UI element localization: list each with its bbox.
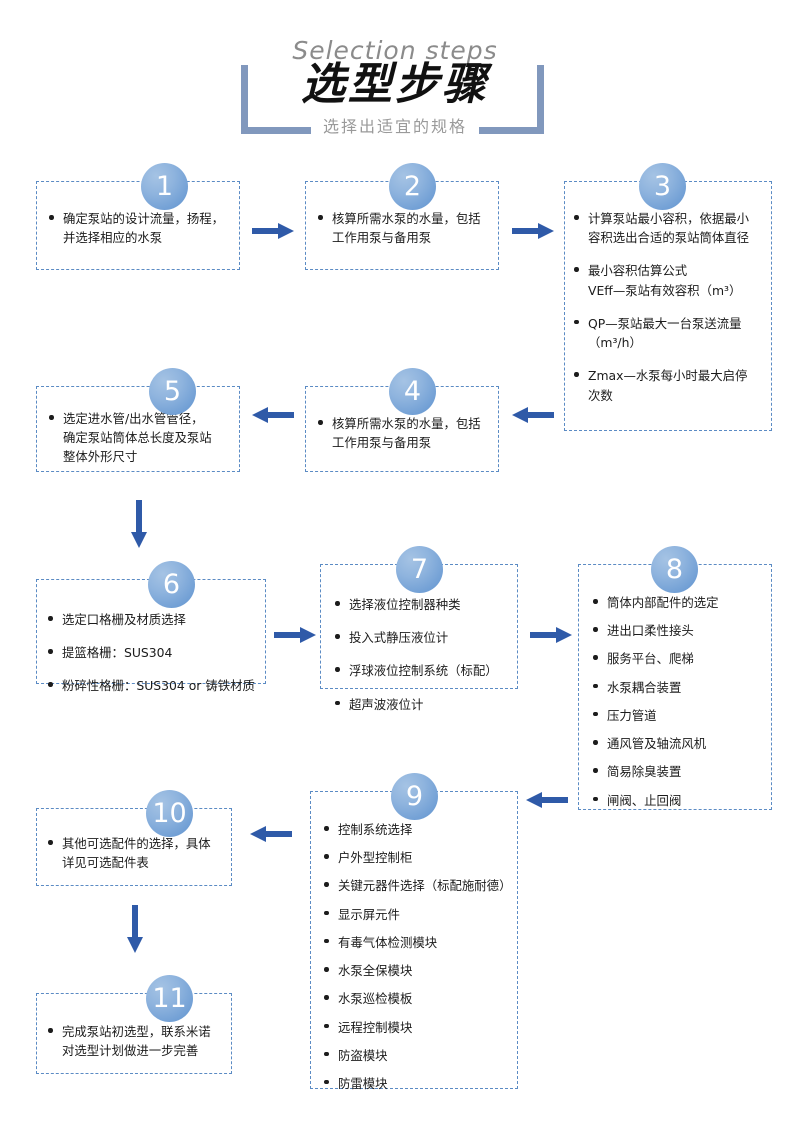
list-item: 选定口格栅及材质选择 [47,610,263,629]
step-badge-4: 4 [389,368,436,415]
list-item: 筒体内部配件的选定 [592,593,768,612]
step-box-5-frame [36,386,240,472]
step-box-11-frame [36,993,232,1074]
step-box-9[interactable]: 9 控制系统选择 户外型控制柜 关键元器件选择（标配施耐德） 显示屏元件 有毒气… [310,773,518,1091]
step-box-11[interactable]: 11 完成泵站初选型，联系米诺 对选型计划做进一步完善 [36,975,232,1074]
step-7-items: 选择液位控制器种类 投入式静压液位计 浮球液位控制系统（标配） 超声波液位计 [334,595,514,728]
list-item: 完成泵站初选型，联系米诺 对选型计划做进一步完善 [47,1022,227,1060]
list-item: 关键元器件选择（标配施耐德） [323,876,517,895]
list-item: 闸阀、止回阀 [592,791,768,810]
list-item: 显示屏元件 [323,905,517,924]
list-item: Zmax—水泵每小时最大启停 次数 [573,366,769,404]
list-item: 核算所需水泵的水量，包括 工作用泵与备用泵 [317,414,493,452]
list-item: 有毒气体检测模块 [323,933,517,952]
arrow-step6-to-step7 [274,625,316,645]
step-box-10[interactable]: 10 其他可选配件的选择，具体 详见可选配件表 [36,790,232,886]
step-badge-10: 10 [146,790,193,837]
list-item: 最小容积估算公式 VEff—泵站有效容积（m³） [573,261,769,299]
step-badge-9: 9 [391,773,438,820]
step-box-1[interactable]: 1 确定泵站的设计流量，扬程， 并选择相应的水泵 [36,163,240,270]
step-box-4[interactable]: 4 核算所需水泵的水量，包括 工作用泵与备用泵 [305,368,499,472]
step-box-7[interactable]: 7 选择液位控制器种类 投入式静压液位计 浮球液位控制系统（标配） 超声波液位计 [320,546,518,712]
step-6-items: 选定口格栅及材质选择 提篮格栅：SUS304 粉碎性格栅：SUS304 or 铸… [47,610,263,710]
list-item: 提篮格栅：SUS304 [47,643,263,662]
list-item: 户外型控制柜 [323,848,517,867]
step-box-3[interactable]: 3 计算泵站最小容积，依据最小 容积选出合适的泵站筒体直径 最小容积估算公式 V… [564,163,772,431]
arrow-step7-to-step8 [530,625,572,645]
list-item: 控制系统选择 [323,820,517,839]
list-item: 超声波液位计 [334,695,514,714]
step-2-items: 核算所需水泵的水量，包括 工作用泵与备用泵 [317,209,493,256]
step-1-items: 确定泵站的设计流量，扬程， 并选择相应的水泵 [48,209,232,256]
list-item: 进出口柔性接头 [592,621,768,640]
step-box-6[interactable]: 6 选定口格栅及材质选择 提篮格栅：SUS304 粉碎性格栅：SUS304 or… [36,561,266,693]
page-title: 选型步骤 [301,59,489,110]
step-box-8[interactable]: 8 筒体内部配件的选定 进出口柔性接头 服务平台、爬梯 水泵耦合装置 压力管道 … [578,546,772,810]
list-item: 通风管及轴流风机 [592,734,768,753]
step-11-items: 完成泵站初选型，联系米诺 对选型计划做进一步完善 [47,1022,227,1069]
step-badge-11: 11 [146,975,193,1022]
header-subtitle: 选择出适宜的规格 [0,113,790,137]
step-badge-6: 6 [148,561,195,608]
list-item: 防雷模块 [323,1074,517,1093]
list-item: 选择液位控制器种类 [334,595,514,614]
list-item: 简易除臭装置 [592,762,768,781]
step-badge-2: 2 [389,163,436,210]
list-item: 水泵巡检模板 [323,989,517,1008]
list-item: 其他可选配件的选择，具体 详见可选配件表 [47,834,227,872]
step-box-2[interactable]: 2 核算所需水泵的水量，包括 工作用泵与备用泵 [305,163,499,270]
list-item: 水泵全保模块 [323,961,517,980]
arrow-step2-to-step3 [512,221,554,241]
step-10-items: 其他可选配件的选择，具体 详见可选配件表 [47,834,227,881]
list-item: 远程控制模块 [323,1018,517,1037]
step-3-items: 计算泵站最小容积，依据最小 容积选出合适的泵站筒体直径 最小容积估算公式 VEf… [573,209,769,419]
list-item: 计算泵站最小容积，依据最小 容积选出合适的泵站筒体直径 [573,209,769,247]
header-subtitle-text: 选择出适宜的规格 [310,117,479,136]
arrow-step10-to-step11 [125,905,145,953]
list-item: 投入式静压液位计 [334,628,514,647]
arrow-step1-to-step2 [252,221,294,241]
step-box-5[interactable]: 5 选定进水管/出水管管径， 确定泵站筒体总长度及泵站 整体外形尺寸 [36,368,240,472]
arrow-step9-to-step10 [250,824,292,844]
arrow-step3-to-step4 [512,405,554,425]
step-9-items: 控制系统选择 户外型控制柜 关键元器件选择（标配施耐德） 显示屏元件 有毒气体检… [323,820,517,1102]
step-box-10-frame [36,808,232,886]
step-badge-7: 7 [396,546,443,593]
step-8-items: 筒体内部配件的选定 进出口柔性接头 服务平台、爬梯 水泵耦合装置 压力管道 通风… [592,593,768,819]
list-item: 核算所需水泵的水量，包括 工作用泵与备用泵 [317,209,493,247]
step-5-items: 选定进水管/出水管管径， 确定泵站筒体总长度及泵站 整体外形尺寸 [48,409,234,476]
list-item: 服务平台、爬梯 [592,649,768,668]
list-item: QP—泵站最大一台泵送流量 （m³/h） [573,314,769,352]
list-item: 浮球液位控制系统（标配） [334,661,514,680]
list-item: 确定泵站的设计流量，扬程， 并选择相应的水泵 [48,209,232,247]
header-eyebrow: Selection steps [0,36,790,65]
step-4-items: 核算所需水泵的水量，包括 工作用泵与备用泵 [317,414,493,461]
list-item: 粉碎性格栅：SUS304 or 铸铁材质 [47,676,263,695]
list-item: 选定进水管/出水管管径， 确定泵站筒体总长度及泵站 整体外形尺寸 [48,409,234,467]
list-item: 压力管道 [592,706,768,725]
step-badge-8: 8 [651,546,698,593]
step-badge-3: 3 [639,163,686,210]
header-eyebrow-text: Selection steps [278,36,512,65]
list-item: 水泵耦合装置 [592,678,768,697]
list-item: 防盗模块 [323,1046,517,1065]
arrow-step5-to-step6 [129,500,149,548]
arrow-step8-to-step9 [526,790,568,810]
arrow-step4-to-step5 [252,405,294,425]
step-box-1-frame [36,181,240,270]
step-badge-5: 5 [149,368,196,415]
header: Selection steps 选型步骤 选择出适宜的规格 [0,0,790,150]
step-badge-1: 1 [141,163,188,210]
